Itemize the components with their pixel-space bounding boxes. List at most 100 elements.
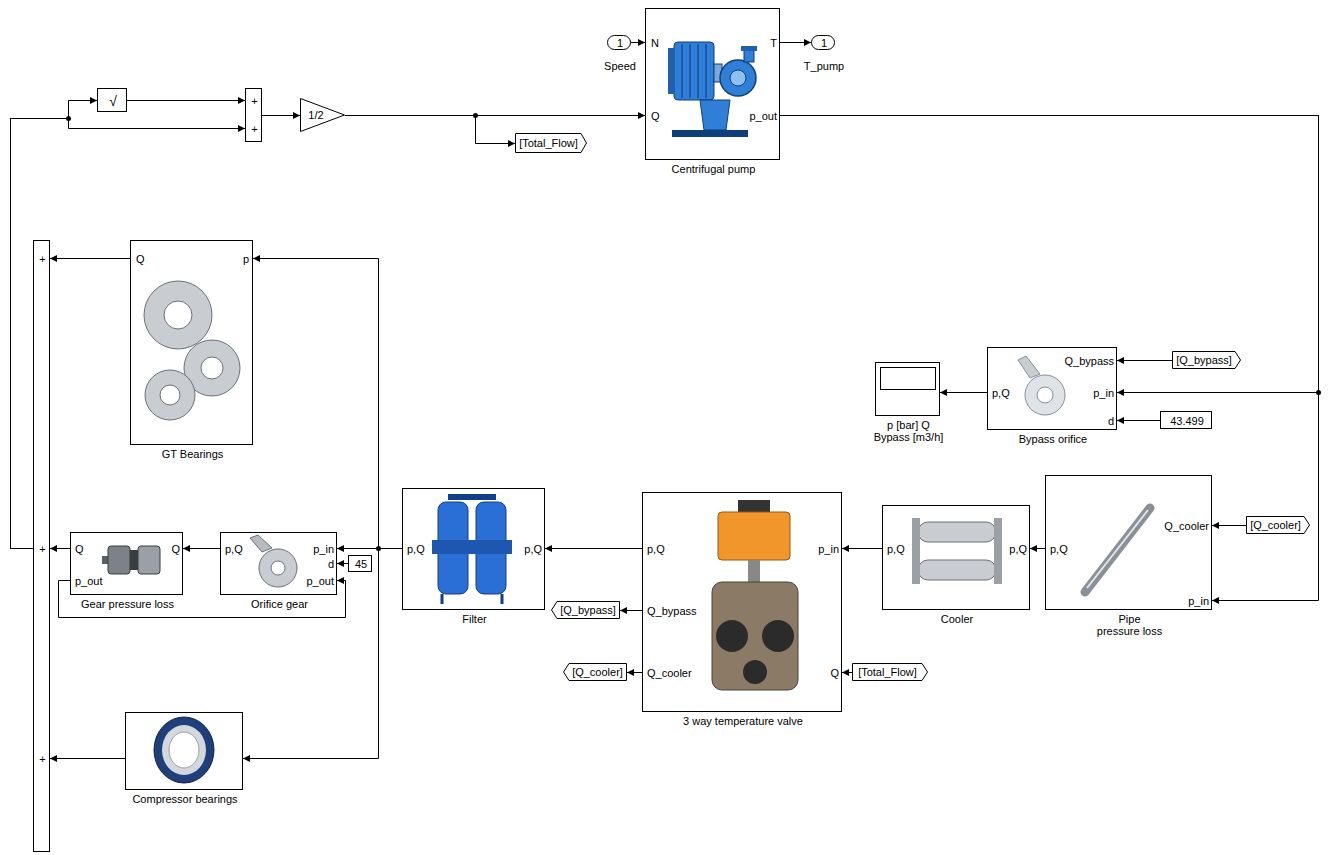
pump-illustration (668, 42, 757, 137)
pump-illustration-part (730, 70, 746, 86)
simulink-block: Qp_outQGear pressure loss (70, 532, 183, 595)
simulink-block: √ (97, 88, 127, 112)
signal-line (842, 672, 852, 673)
port-label: p,Q (524, 543, 542, 555)
pipe-illustration-part (1087, 510, 1148, 588)
bearing-illustration-part (145, 370, 195, 420)
port-label: p,Q (1009, 543, 1027, 555)
port-label: [Q_cooler] (572, 666, 623, 678)
coupling-illustration-part (138, 546, 160, 574)
port-label: p (243, 253, 249, 265)
simulink-block: +++ (33, 240, 50, 852)
valve-illustration-part (716, 620, 748, 652)
display-screen (881, 368, 936, 390)
port-label: d (328, 558, 334, 570)
port-label: + (39, 753, 45, 765)
filter-illustration-part (442, 594, 502, 604)
port-label: Q (75, 543, 84, 555)
simulink-block: Compressor bearings (125, 712, 243, 790)
valve-illustration-part (712, 582, 798, 690)
simulink-block: 45 (348, 555, 372, 572)
signal-line (780, 116, 1319, 393)
block-outline-shape (853, 664, 928, 681)
port-label: + (251, 95, 257, 107)
orifice-illustration (250, 535, 297, 587)
port-label: Q_bypass (1064, 355, 1114, 367)
port-label: [Q_bypass] (560, 604, 616, 616)
port-label: p,Q (647, 543, 665, 555)
valve-illustration-part (718, 512, 790, 560)
pipe-illustration-part (1085, 508, 1150, 592)
bearing-illustration-part (144, 281, 212, 349)
coupling-illustration-part (108, 546, 130, 574)
pump-illustration-part (668, 48, 675, 94)
port-label: [Q_bypass] (1176, 354, 1232, 366)
signal-line (50, 548, 70, 549)
simulink-block: ++ (245, 88, 262, 142)
block-outline-shape (1173, 352, 1241, 369)
port-label: [Q_cooler] (1250, 519, 1301, 531)
port-label: 45 (355, 558, 367, 570)
port-label: p,Q (407, 543, 425, 555)
port-label: p,Q (887, 543, 905, 555)
display-screen-part (881, 368, 936, 390)
cooler-illustration-part (918, 522, 996, 542)
simulink-block: QpGT Bearings (130, 240, 253, 445)
signal-line (127, 100, 245, 101)
cooler-illustration-part (912, 518, 920, 584)
port-label: + (39, 253, 45, 265)
simulink-block: p,QQ_bypassp_indBypass orifice (987, 347, 1117, 430)
pump-illustration-part (672, 130, 748, 137)
valve-illustration (712, 500, 798, 690)
port-label: √ (109, 93, 117, 109)
port-label: T (770, 37, 777, 49)
signal-line (50, 758, 125, 759)
pipe-illustration (1085, 508, 1150, 592)
signal-line (262, 115, 300, 116)
port-label: Q (171, 543, 180, 555)
signal-line (780, 116, 1319, 601)
compressor-bearing-illustration-part (162, 725, 206, 775)
simulink-block: p,QQ_bypassQ_coolerp_inQ3 way temperatur… (642, 492, 842, 712)
coupling-illustration (102, 546, 160, 574)
signal-line (11, 119, 246, 549)
block-outline-shape (564, 664, 627, 681)
port-label: Q_bypass (647, 605, 697, 617)
signal-line (11, 101, 98, 549)
bearing-illustration-part (201, 357, 223, 379)
compressor-bearing-illustration-part (169, 732, 199, 768)
valve-illustration-part (762, 620, 794, 652)
signal-line (345, 116, 515, 144)
goto-from-tag: [Q_cooler] (563, 663, 627, 681)
port-label: p_out (75, 575, 103, 587)
signal-line (842, 548, 882, 549)
signal-line (1212, 525, 1246, 526)
bypass-orifice-illustration-part (1025, 375, 1065, 415)
pump-illustration-part (674, 42, 714, 100)
port-label: Q (136, 253, 145, 265)
pump-illustration-part (720, 60, 756, 96)
block-name: T_pump (804, 60, 844, 72)
block-name: Cooler (941, 613, 973, 625)
port-label: p_out (749, 110, 777, 122)
cooler-illustration (912, 518, 1002, 584)
port-label: d (1108, 415, 1114, 427)
port-label: N (651, 37, 659, 49)
valve-illustration-part (743, 660, 767, 684)
block-name: Gear pressure loss (81, 598, 174, 610)
simulink-block: p,Qp,QCooler (882, 505, 1030, 610)
port-label: 1 (821, 37, 827, 49)
bypass-orifice-illustration-part (1037, 387, 1053, 403)
block-name: Centrifugal pump (672, 163, 756, 175)
compressor-bearing-illustration-part (154, 717, 214, 783)
signal-line (1030, 548, 1045, 549)
bearing-illustration (144, 281, 240, 420)
signal-line (940, 392, 987, 393)
block-name: Orifice gear (251, 598, 308, 610)
goto-from-tag: [Q_cooler] (1246, 516, 1310, 534)
orifice-illustration-part (271, 561, 285, 575)
pump-illustration-part (744, 50, 754, 62)
port-block: 1T_pump (811, 35, 835, 50)
signal-line (631, 42, 645, 43)
